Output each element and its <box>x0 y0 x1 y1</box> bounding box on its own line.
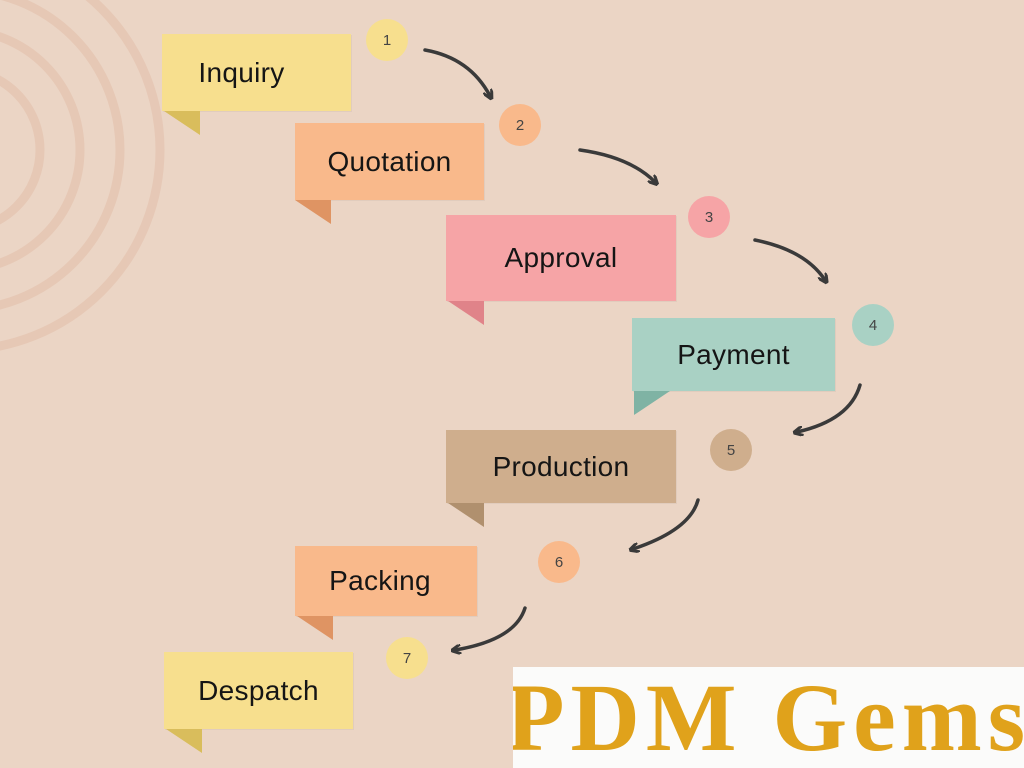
step-6-number: 6 <box>554 553 564 571</box>
step-inquiry-box: Inquiry <box>162 34 351 111</box>
step-1-badge: 1 <box>366 19 408 61</box>
step-production-box: Production <box>446 430 676 503</box>
step-4-badge: 4 <box>852 304 894 346</box>
step-6-badge: 6 <box>538 541 580 583</box>
step-production-fold <box>448 503 484 527</box>
step-1-number: 1 <box>382 31 392 49</box>
step-7-badge: 7 <box>386 637 428 679</box>
step-3-badge: 3 <box>688 196 730 238</box>
step-quotation-label: Quotation <box>327 145 452 177</box>
step-approval-label: Approval <box>504 242 618 273</box>
step-payment-box: Payment <box>632 318 835 391</box>
step-despatch-fold <box>166 729 202 753</box>
pdm-gems-logo: PDM Gems <box>513 667 1024 768</box>
step-2-badge: 2 <box>499 104 541 146</box>
step-packing-label: Packing <box>329 565 431 596</box>
step-approval-box: Approval <box>446 215 676 301</box>
logo-text: PDM Gems <box>513 667 1024 768</box>
step-3-number: 3 <box>704 208 714 226</box>
step-inquiry-label: Inquiry <box>198 56 285 88</box>
step-quotation-fold <box>295 200 331 224</box>
step-packing-fold <box>297 616 333 640</box>
step-despatch-box: Despatch <box>164 652 353 729</box>
step-approval-fold <box>448 301 484 325</box>
step-payment-label: Payment <box>677 338 790 370</box>
step-5-badge: 5 <box>710 429 752 471</box>
step-production-label: Production <box>492 450 630 482</box>
step-inquiry-fold <box>164 111 200 135</box>
step-4-number: 4 <box>868 316 878 334</box>
step-despatch-label: Despatch <box>198 674 319 706</box>
step-packing-box: Packing <box>295 546 477 616</box>
step-5-number: 5 <box>726 441 736 459</box>
step-2-number: 2 <box>515 116 525 134</box>
step-7-number: 7 <box>402 649 412 667</box>
step-payment-fold <box>634 391 670 415</box>
step-quotation-box: Quotation <box>295 123 484 200</box>
